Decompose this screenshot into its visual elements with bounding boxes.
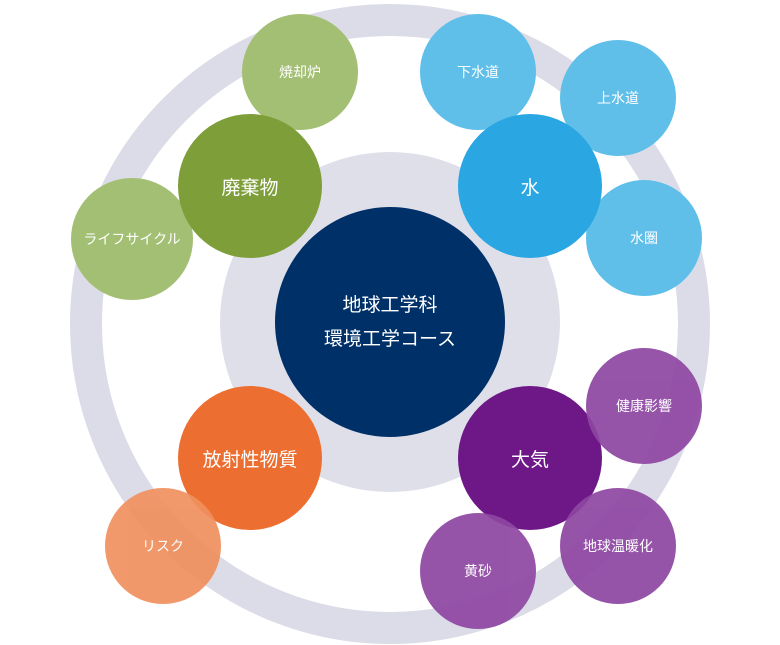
topic-incinerator: 焼却炉	[242, 14, 358, 130]
topic-yellow-dust-label: 黄砂	[464, 564, 492, 580]
topic-yellow-dust: 黄砂	[420, 513, 536, 629]
center-line-2: 環境工学コース	[323, 328, 457, 350]
category-water-label: 水	[520, 176, 540, 199]
category-waste: 廃棄物	[178, 114, 322, 258]
topic-global-warming: 地球温暖化	[560, 488, 676, 604]
topic-risk: リスク	[105, 488, 221, 604]
category-radioactive-label: 放射性物質	[202, 448, 298, 471]
topic-health-effects-label: 健康影響	[616, 399, 672, 415]
topic-water-supply-label: 上水道	[597, 91, 639, 107]
topic-incinerator-label: 焼却炉	[279, 65, 321, 81]
category-waste-label: 廃棄物	[221, 176, 279, 199]
topic-risk-label: リスク	[142, 539, 184, 555]
category-water: 水	[458, 114, 602, 258]
category-atmosphere-label: 大気	[510, 448, 549, 471]
center-line-1: 地球工学科	[342, 294, 438, 316]
topic-global-warming-label: 地球温暖化	[583, 539, 653, 555]
topic-sewerage-label: 下水道	[457, 65, 499, 81]
topic-hydrosphere-label: 水圏	[630, 231, 658, 247]
topic-sewerage: 下水道	[420, 14, 536, 130]
center-course: 地球工学科 環境工学コース	[275, 207, 505, 437]
topic-lifecycle-label: ライフサイクル	[83, 232, 181, 248]
topic-health-effects: 健康影響	[586, 348, 702, 464]
topic-lifecycle: ライフサイクル	[71, 178, 193, 300]
topic-hydrosphere: 水圏	[586, 180, 702, 296]
